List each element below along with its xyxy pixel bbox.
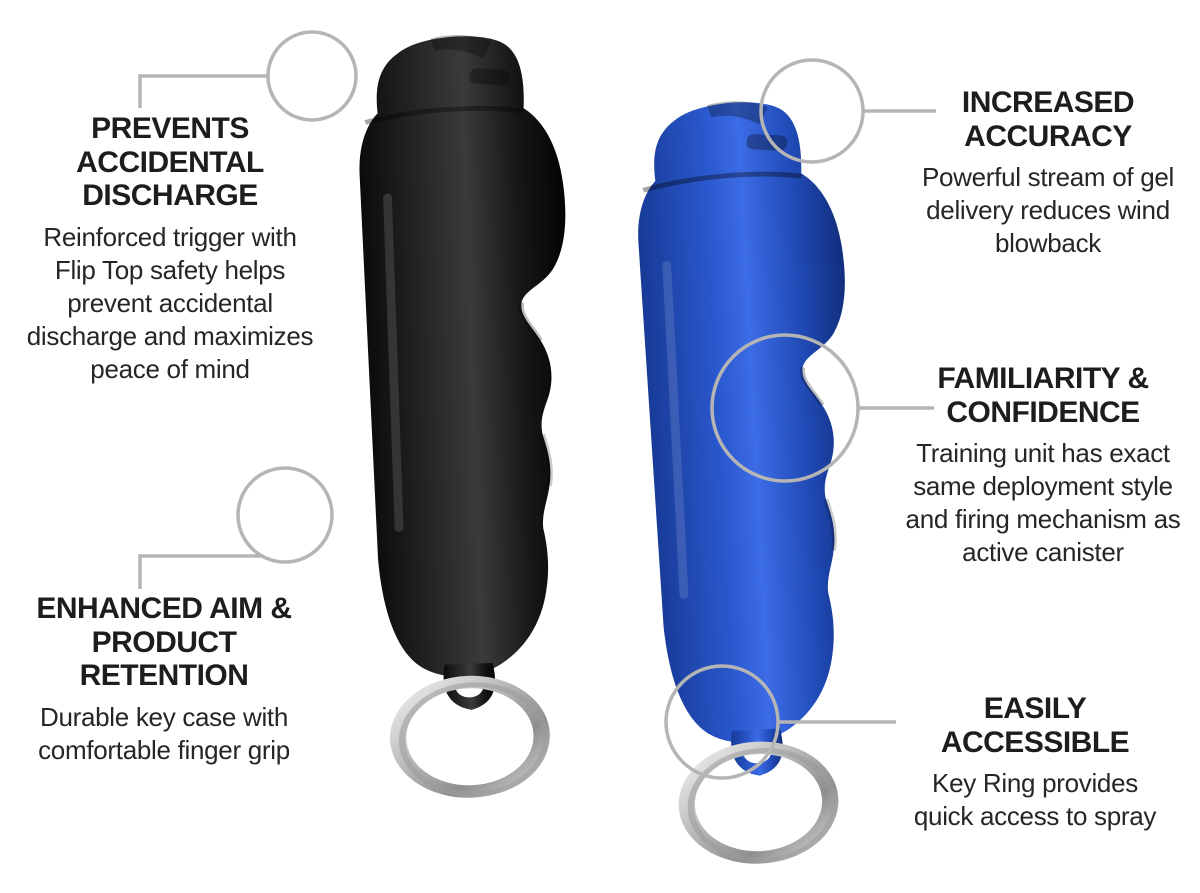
blue-key-ring-image bbox=[684, 744, 837, 864]
callout-line-enhanced-aim bbox=[138, 554, 263, 589]
callout-body: Key Ring provides quick access to spray bbox=[913, 768, 1157, 832]
callout-increased-accuracy: INCREASED ACCURACY Powerful stream of ge… bbox=[915, 86, 1181, 260]
callout-body: Training unit has exact same deployment … bbox=[905, 438, 1181, 568]
callout-enhanced-aim-product-retention: ENHANCED AIM & PRODUCT RETENTION Durable… bbox=[8, 592, 320, 767]
callout-line-prevents-discharge bbox=[138, 74, 268, 108]
blue-canister-image bbox=[558, 84, 938, 879]
callout-body: Reinforced trigger with Flip Top safety … bbox=[26, 221, 314, 384]
callout-prevents-accidental-discharge: PREVENTS ACCIDENTAL DISCHARGE Reinforced… bbox=[22, 112, 318, 386]
callout-title: EASILY ACCESSIBLE bbox=[940, 692, 1130, 759]
callout-familiarity-confidence: FAMILIARITY & CONFIDENCE Training unit h… bbox=[892, 362, 1194, 569]
callout-easily-accessible: EASILY ACCESSIBLE Key Ring provides quic… bbox=[902, 692, 1168, 833]
callout-body: Durable key case with comfortable finger… bbox=[38, 701, 290, 765]
callout-title: FAMILIARITY & CONFIDENCE bbox=[937, 362, 1149, 429]
callout-title: ENHANCED AIM & PRODUCT RETENTION bbox=[36, 592, 292, 693]
callout-title: PREVENTS ACCIDENTAL DISCHARGE bbox=[76, 112, 264, 213]
callout-title: INCREASED ACCURACY bbox=[961, 86, 1135, 153]
black-key-ring-image bbox=[396, 679, 547, 796]
callout-body: Powerful stream of gel delivery reduces … bbox=[921, 162, 1175, 259]
